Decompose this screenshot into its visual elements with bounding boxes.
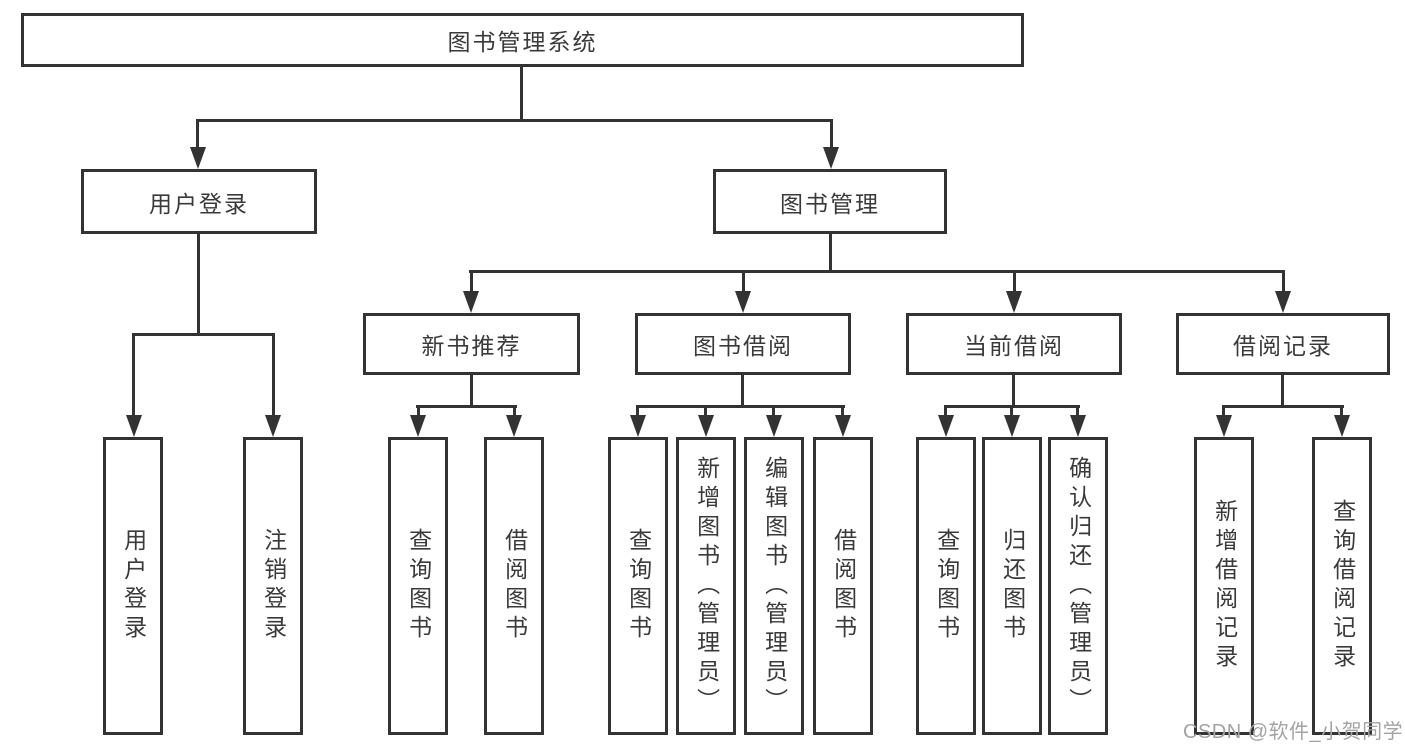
leaf-query-books-borrowing: 查询图书 <box>608 437 668 735</box>
connector-recommend-stub-1 <box>417 405 420 417</box>
connector-root-hbar <box>196 119 833 122</box>
leaf-query-borrow-record-label: 查询借阅记录 <box>1329 499 1356 673</box>
arrow-down-icon <box>410 415 426 437</box>
connector-recommend-trunk <box>470 374 473 407</box>
leaf-borrow-books-recommend: 借阅图书 <box>484 437 544 735</box>
node-current-borrowing-label: 当前借阅 <box>964 333 1064 359</box>
connector-l3-drop-4 <box>1282 270 1285 293</box>
node-new-book-recommendation-label: 新书推荐 <box>421 333 522 359</box>
leaf-user-login-label: 用户登录 <box>120 528 147 644</box>
leaf-borrow-books-recommend-label: 借阅图书 <box>501 528 528 644</box>
leaf-query-borrow-record: 查询借阅记录 <box>1312 437 1372 735</box>
arrow-down-icon <box>698 415 714 437</box>
connector-root-drop-right <box>830 119 833 149</box>
arrow-down-icon <box>1006 291 1022 313</box>
arrow-down-icon <box>1334 415 1350 437</box>
connector-root-trunk <box>520 65 523 121</box>
arrow-down-icon <box>823 147 839 169</box>
leaf-logout-login-label: 注销登录 <box>260 528 287 644</box>
node-user-login-label: 用户登录 <box>149 190 249 217</box>
connector-current-stub-1 <box>944 405 947 417</box>
connector-borrowing-stub-4 <box>841 405 844 417</box>
leaf-edit-books-admin: 编辑图书（管理员） <box>744 437 804 735</box>
leaf-confirm-return-admin-label: 确认归还（管理员） <box>1065 455 1092 717</box>
arrow-down-icon <box>126 415 142 437</box>
leaf-add-borrow-record-label: 新增借阅记录 <box>1211 499 1238 673</box>
arrow-down-icon <box>835 415 851 437</box>
connector-borrowing-stub-3 <box>772 405 775 417</box>
leaf-confirm-return-admin: 确认归还（管理员） <box>1048 437 1108 735</box>
node-borrowing-records: 借阅记录 <box>1176 313 1390 375</box>
connector-records-hbar <box>1222 405 1344 408</box>
arrow-down-icon <box>506 415 522 437</box>
arrow-down-icon <box>190 147 206 169</box>
leaf-query-books-recommend-label: 查询图书 <box>405 528 432 644</box>
arrow-down-icon <box>938 415 954 437</box>
connector-book-management-trunk <box>829 233 832 272</box>
leaf-user-login: 用户登录 <box>103 437 163 735</box>
connector-root-drop-left <box>196 119 199 149</box>
leaf-add-borrow-record: 新增借阅记录 <box>1194 437 1254 735</box>
watermark: CSDN @软件_小贺同学 <box>1183 721 1404 743</box>
connector-l3-drop-1 <box>470 270 473 293</box>
node-book-borrowing: 图书借阅 <box>635 313 851 375</box>
connector-borrowing-stub-1 <box>636 405 639 417</box>
connector-l3-drop-3 <box>1013 270 1016 293</box>
connector-recommend-stub-2 <box>513 405 516 417</box>
leaf-borrow-books-borrowing-label: 借阅图书 <box>830 528 857 644</box>
connector-borrowing-stub-2 <box>704 405 707 417</box>
node-library-management-system: 图书管理系统 <box>21 13 1024 67</box>
node-book-borrowing-label: 图书借阅 <box>693 333 793 359</box>
leaf-add-books-admin-label: 新增图书（管理员） <box>693 455 720 717</box>
leaf-borrow-books-borrowing: 借阅图书 <box>813 437 873 735</box>
arrow-down-icon <box>463 291 479 313</box>
connector-current-stub-2 <box>1010 405 1013 417</box>
leaf-return-books: 归还图书 <box>982 437 1042 735</box>
arrow-down-icon <box>1070 415 1086 437</box>
node-borrowing-records-label: 借阅记录 <box>1233 333 1333 359</box>
leaf-edit-books-admin-label: 编辑图书（管理员） <box>761 455 788 717</box>
connector-records-stub-1 <box>1222 405 1225 417</box>
connector-recommend-hbar <box>416 405 517 408</box>
node-library-management-system-label: 图书管理系统 <box>447 29 598 55</box>
arrow-down-icon <box>766 415 782 437</box>
arrow-down-icon <box>1004 415 1020 437</box>
node-book-management-label: 图书管理 <box>780 190 880 217</box>
leaf-query-books-recommend: 查询图书 <box>388 437 448 735</box>
connector-current-trunk <box>1012 374 1015 407</box>
connector-records-stub-2 <box>1340 405 1343 417</box>
node-new-book-recommendation: 新书推荐 <box>363 313 580 375</box>
connector-user-login-trunk <box>197 234 200 335</box>
arrow-down-icon <box>1216 415 1232 437</box>
leaf-add-books-admin: 新增图书（管理员） <box>676 437 736 735</box>
leaf-query-books-current: 查询图书 <box>916 437 976 735</box>
leaf-return-books-label: 归还图书 <box>999 528 1026 644</box>
leaf-query-books-current-label: 查询图书 <box>933 528 960 644</box>
connector-current-stub-3 <box>1076 405 1079 417</box>
arrow-down-icon <box>265 415 281 437</box>
node-current-borrowing: 当前借阅 <box>906 313 1122 375</box>
arrow-down-icon <box>630 415 646 437</box>
connector-user-login-drop-right <box>272 333 275 417</box>
connector-user-login-hbar <box>132 333 275 336</box>
connector-borrowing-trunk <box>741 374 744 407</box>
connector-l3-drop-2 <box>742 270 745 293</box>
leaf-query-books-borrowing-label: 查询图书 <box>625 528 652 644</box>
connector-user-login-drop-left <box>132 333 135 417</box>
node-book-management: 图书管理 <box>713 169 947 234</box>
leaf-logout-login: 注销登录 <box>243 437 303 735</box>
connector-records-trunk <box>1281 374 1284 407</box>
arrow-down-icon <box>1275 291 1291 313</box>
connector-borrowing-hbar <box>636 405 845 408</box>
node-user-login: 用户登录 <box>81 169 317 234</box>
connector-book-management-hbar <box>469 270 1284 273</box>
arrow-down-icon <box>735 291 751 313</box>
